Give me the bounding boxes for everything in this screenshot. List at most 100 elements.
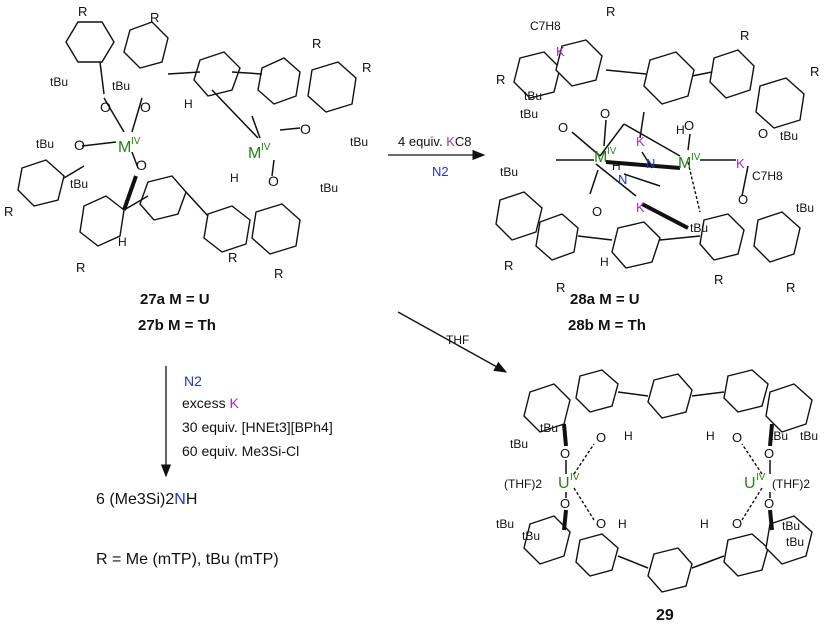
c28-tBu2: tBu [524, 89, 542, 103]
c29-metal-1: U [558, 475, 570, 492]
c28-R2: R [606, 4, 615, 19]
c29-tBu7: tBu [782, 519, 800, 533]
c27-O6: O [136, 157, 147, 173]
c28-metal-1-ox: IV [607, 146, 617, 157]
c28-O3: O [592, 204, 602, 219]
arrow-down-line2-prefix: excess [182, 395, 229, 411]
c29-tBu3: tBu [770, 429, 788, 443]
c27-O2: O [140, 99, 151, 115]
arrow-right-reagent-K: K [446, 134, 455, 149]
compound-27-structure [17, 21, 357, 255]
c27-tBu2: tBu [112, 79, 130, 93]
c29-H1: H [624, 429, 633, 443]
c29-THF-2: (THF)2 [772, 477, 810, 491]
c28-K3: K [736, 156, 745, 171]
c28-R3: R [740, 28, 749, 43]
c27-H2: H [230, 171, 239, 185]
c28-H3: H [600, 255, 609, 269]
c29-O7: O [764, 496, 774, 511]
c28-R7: R [714, 272, 723, 287]
arrow-down-line4: 60 equiv. Me3Si-Cl [182, 443, 299, 459]
c28-tBu5: tBu [690, 221, 708, 235]
c27-label-a: 27a M = U [140, 291, 210, 308]
c27-R2: R [150, 10, 159, 25]
c29-label: 29 [656, 607, 674, 624]
c29-tBu4: tBu [800, 429, 818, 443]
c29-tBu6: tBu [522, 529, 540, 543]
product-prefix: 6 (Me3Si)2 [96, 491, 174, 508]
c29-metal-2-ox: IV [756, 472, 766, 483]
c28-K1: K [556, 44, 565, 59]
c27-label-b: 27b M = Th [138, 317, 216, 334]
arrow-down-line3: 30 equiv. [HNEt3][BPh4] [182, 419, 333, 435]
c29-metal-1-ox: IV [570, 472, 580, 483]
c29-tBu5: tBu [496, 517, 514, 531]
c28-tBu4: tBu [500, 165, 518, 179]
c27-tBu1: tBu [50, 75, 68, 89]
product-suffix: H [186, 491, 198, 508]
svg-text:excess K: excess K [182, 395, 239, 411]
c27-metal-2-ox: IV [261, 142, 271, 153]
c28-R4: R [810, 64, 819, 79]
c28-N2: N [618, 172, 627, 187]
c27-R5: R [4, 204, 13, 219]
c28-H1: H [676, 123, 685, 137]
c29-metal-2: U [744, 475, 756, 492]
c27-H3: H [118, 235, 127, 249]
c27-H1: H [184, 97, 193, 111]
c28-metal-2-ox: IV [691, 152, 701, 163]
c27-tBu5: tBu [70, 177, 88, 191]
c28-O1: O [558, 120, 568, 135]
arrow-down-line2-K: K [229, 395, 239, 411]
c28-metal-2: M [678, 155, 691, 172]
c29-H4: H [700, 517, 709, 531]
arrow-right-gas: N2 [432, 164, 449, 179]
c27-R6: R [76, 260, 85, 275]
c28-tBu3: tBu [780, 129, 798, 143]
c28-O4: O [684, 118, 694, 133]
c27-tBu4: tBu [36, 137, 54, 151]
c28-H2: H [612, 159, 621, 173]
c27-O5: O [268, 173, 279, 189]
c27-R1: R [78, 4, 87, 19]
c27-tBu6: tBu [320, 181, 338, 195]
c28-R1: R [496, 72, 505, 87]
legend-R: R = Me (mTP), tBu (mTP) [96, 551, 279, 568]
c28-tBu1: tBu [520, 107, 538, 121]
c27-R4: R [362, 60, 371, 75]
c28-label-a: 28a M = U [570, 291, 640, 308]
c27-metal-1: M [118, 139, 131, 156]
c29-H3: H [618, 517, 627, 531]
c27-R8: R [274, 266, 283, 281]
c29-O1: O [560, 446, 570, 461]
c29-O3: O [560, 496, 570, 511]
c27-R7: R [228, 250, 237, 265]
c29-tBu8: tBu [786, 535, 804, 549]
c29-O5: O [764, 446, 774, 461]
c28-N1: N [646, 156, 655, 171]
arrow-diagonal-solvent: THF [446, 333, 469, 347]
c28-O5: O [758, 126, 768, 141]
c28-C7H8-2: C7H8 [752, 169, 783, 183]
c28-label-b: 28b M = Th [568, 317, 646, 334]
c29-O4: O [596, 516, 606, 531]
c29-tBu1: tBu [510, 437, 528, 451]
arrow-down-gas: N2 [184, 373, 202, 389]
svg-text:4 equiv. KC8: 4 equiv. KC8 [398, 134, 471, 149]
c28-O6: O [738, 192, 748, 207]
c27-O3: O [74, 137, 85, 153]
c28-O2: O [600, 106, 610, 121]
c27-R3: R [312, 36, 321, 51]
c27-tBu3: tBu [350, 135, 368, 149]
compound-28-structure [495, 39, 805, 269]
c29-O8: O [732, 516, 742, 531]
arrow-to-29 [397, 311, 508, 373]
c29-H2: H [706, 429, 715, 443]
c29-tBu2: tBu [540, 421, 558, 435]
arrow-right-reagent-prefix: 4 equiv. [398, 134, 446, 149]
c29-O6: O [732, 430, 742, 445]
svg-text:6 (Me3Si)2NH: 6 (Me3Si)2NH [96, 491, 197, 508]
c28-R6: R [556, 280, 565, 295]
product-N: N [174, 491, 186, 508]
compound-29-structure [523, 369, 813, 593]
